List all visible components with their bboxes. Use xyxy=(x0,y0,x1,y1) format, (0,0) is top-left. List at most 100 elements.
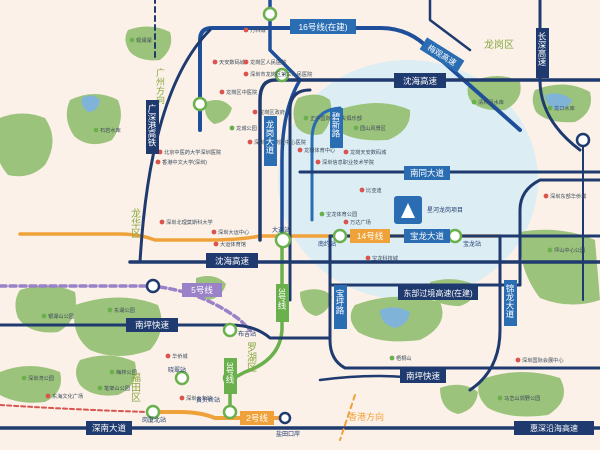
poi-dot xyxy=(515,357,521,363)
station-node[interactable] xyxy=(274,67,290,83)
poi-marker[interactable]: 深圳湾公园 xyxy=(21,374,54,382)
project-marker[interactable]: 星河龙岗项目 xyxy=(394,196,463,224)
station-node[interactable] xyxy=(222,404,238,420)
station-node[interactable] xyxy=(192,96,208,112)
label-baoping: 宝坪路 xyxy=(335,288,345,315)
hongkong-direction-line xyxy=(339,394,356,441)
poi-dot xyxy=(155,159,161,165)
label-box xyxy=(264,116,277,166)
poi-marker[interactable]: 香港中文大学(深圳) xyxy=(155,158,208,166)
park-shape xyxy=(15,285,76,333)
poi-marker[interactable]: 万达广场 xyxy=(343,218,371,226)
poi-dot xyxy=(165,353,171,359)
poi-label: 万科城 xyxy=(250,26,266,34)
water-shape xyxy=(545,93,572,110)
region-longhua: 龙华区 xyxy=(129,207,141,238)
poi-marker[interactable]: 石岩水库 xyxy=(93,126,121,134)
poi-dot xyxy=(159,219,165,225)
poi-marker[interactable]: 深圳市龙岗区第三人民医院 xyxy=(243,70,313,78)
park-shape xyxy=(205,100,232,124)
station-node[interactable] xyxy=(174,370,190,386)
label-nanping: 南坪快速 xyxy=(135,320,170,330)
poi-marker[interactable]: 天安数码城 xyxy=(212,58,246,66)
poi-marker[interactable]: 龙岗区人民医院 xyxy=(243,58,288,66)
poi-marker[interactable]: 坪山中心公园 xyxy=(547,246,586,254)
label-line3: 3号线 xyxy=(277,288,287,310)
poi-marker[interactable]: 龙岗天安数码城 xyxy=(343,148,388,156)
label-dongbu: 东部过境高速(在建) xyxy=(403,288,473,298)
region-futian: 福田区 xyxy=(129,371,141,402)
poi-marker[interactable]: 龙城公园 xyxy=(229,124,257,132)
poi-marker[interactable]: 万科城 xyxy=(243,26,267,34)
label-box xyxy=(350,229,390,243)
poi-dot xyxy=(21,375,27,381)
poi-dot xyxy=(297,147,303,153)
station-node[interactable] xyxy=(222,322,238,338)
poi-marker[interactable]: 北京中医药大学深圳医院 xyxy=(157,148,222,156)
station-labels: 宝龙站 南约站 大运站 盐田口岸 布吉站 黄贝岭站 晓翠站 岗厦北站 xyxy=(142,226,481,438)
station-label: 南约站 xyxy=(318,240,336,248)
label-yanhai-mid: 沈海高速 xyxy=(215,256,250,266)
poi-marker[interactable]: 银湖山公园 xyxy=(41,312,74,320)
station-node[interactable] xyxy=(145,278,161,294)
label-nantong: 南同大道 xyxy=(410,168,445,178)
poi-marker[interactable]: 龙岗区中医院 xyxy=(219,88,258,96)
poi-label: 梅林公园 xyxy=(116,368,137,376)
poi-marker[interactable]: 大运体育馆 xyxy=(213,240,246,248)
park-shape xyxy=(335,103,411,141)
poi-marker[interactable]: 比亚迪 xyxy=(359,186,382,194)
poi-marker[interactable]: 东海文化广场 xyxy=(45,392,84,400)
label-box xyxy=(400,369,446,383)
poi-label: 园山风景区 xyxy=(360,124,386,132)
station-node[interactable] xyxy=(145,404,161,420)
poi-marker[interactable]: 梧桐山 xyxy=(389,354,412,362)
poi-marker[interactable]: 笔架山公园 xyxy=(97,384,130,392)
poi-dot xyxy=(343,219,349,225)
label-nanping-2: 南坪快速 xyxy=(406,371,441,381)
poi-marker[interactable]: 华侨城 xyxy=(165,352,189,360)
poi-dot xyxy=(497,395,503,401)
poi-marker[interactable]: 深圳市龙岗区中心医院 xyxy=(247,138,307,146)
poi-marker[interactable]: 深圳国际会展中心 xyxy=(515,356,564,364)
label-box xyxy=(146,100,159,154)
poi-label: 宝龙科技城 xyxy=(372,254,399,262)
park-shape xyxy=(519,229,600,305)
poi-marker[interactable]: 马峦山郊野公园 xyxy=(497,394,541,402)
poi-marker[interactable]: 梅林公园 xyxy=(109,368,137,376)
poi-marker[interactable]: 深圳大运中心 xyxy=(211,228,250,236)
poi-marker[interactable]: 深圳信息职业技术学院 xyxy=(315,158,375,166)
poi-label: 北京中医药大学深圳医院 xyxy=(164,148,222,156)
poi-marker[interactable]: 观澜湖 xyxy=(129,36,152,44)
poi-label: 梧桐山 xyxy=(396,354,412,362)
poi-marker[interactable]: 宝龙体育公园 xyxy=(319,210,358,218)
poi-marker[interactable]: 园山风景区 xyxy=(353,124,386,132)
label-guangshen: 广深港高铁 xyxy=(147,103,157,147)
poi-marker[interactable]: 深圳东部华侨城 xyxy=(543,192,588,200)
station-label: 岗厦北站 xyxy=(142,416,166,424)
poi-marker[interactable]: 龙口水库 xyxy=(547,104,575,112)
poi-marker[interactable]: 龙岗区政府 xyxy=(252,108,285,116)
poi-dot xyxy=(353,125,359,131)
poi-marker[interactable]: 深圳北理莫斯科大学 xyxy=(159,218,213,226)
port-node[interactable] xyxy=(278,411,292,425)
poi-marker[interactable]: 东湖公园 xyxy=(107,306,135,314)
poi-marker[interactable]: 宝龙科技城 xyxy=(365,254,399,262)
poi-marker[interactable]: 清林径水库 xyxy=(471,98,504,106)
station-node[interactable] xyxy=(274,231,292,249)
station-node[interactable] xyxy=(332,228,348,244)
water-shape xyxy=(380,307,410,328)
station-node[interactable] xyxy=(575,132,591,148)
label-jinlong: 锦龙大道 xyxy=(505,283,515,319)
label-line16: 16号线(在建) xyxy=(298,22,347,32)
poi-dot xyxy=(93,127,99,133)
label-yanhai-top: 沈海高速 xyxy=(403,76,438,86)
poi-marker[interactable]: 龙岗体育中心 xyxy=(297,146,336,154)
station-node[interactable] xyxy=(262,6,278,22)
label-huishen: 惠深沿海高速 xyxy=(530,423,578,433)
poi-dot xyxy=(213,241,219,247)
poi-label: 大运体育馆 xyxy=(220,240,246,248)
poi-marker[interactable]: 深圳火车站 xyxy=(179,394,212,402)
poi-label: 华侨城 xyxy=(172,352,188,360)
station-node[interactable] xyxy=(447,228,463,244)
